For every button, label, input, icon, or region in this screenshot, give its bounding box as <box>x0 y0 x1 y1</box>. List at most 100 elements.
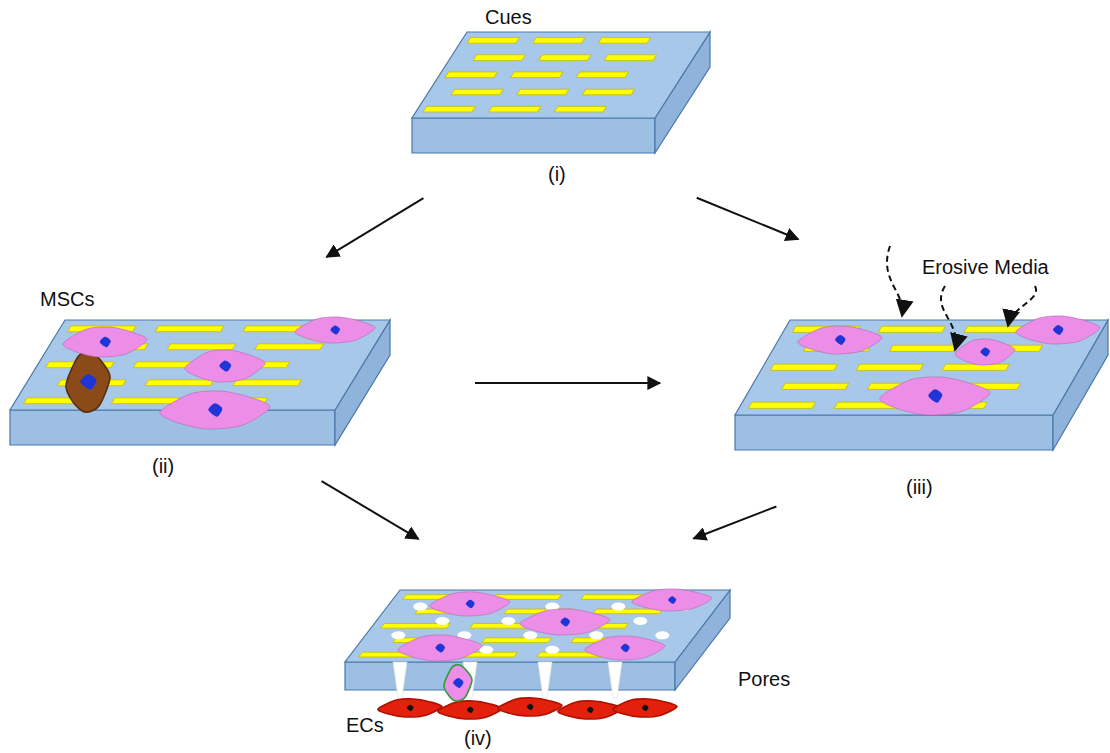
cue-bar <box>576 72 628 78</box>
cue-bar <box>255 344 324 350</box>
msc-cell <box>63 327 147 357</box>
pore-channel <box>608 662 622 698</box>
pore <box>655 631 669 639</box>
cue-bar <box>482 638 552 643</box>
cell-nucleus <box>980 347 990 356</box>
flow-arrow <box>322 481 419 539</box>
pore <box>611 603 625 611</box>
panel-box: Cues (i) <box>405 2 715 197</box>
dashed-arrow <box>887 246 902 316</box>
cue-bar <box>539 55 591 61</box>
msc-cell <box>398 635 482 661</box>
endothelial-cell <box>498 698 562 716</box>
msc-cell <box>880 377 990 415</box>
cell-nucleus <box>330 325 340 334</box>
cue-bar <box>878 326 945 332</box>
cell-nucleus <box>642 705 649 711</box>
cue-bar <box>554 106 606 112</box>
pore <box>501 617 515 625</box>
dashed-arrow <box>941 286 956 350</box>
pore-channel <box>538 662 552 698</box>
panel-number: (i) <box>548 163 566 186</box>
msc-cell <box>185 350 265 382</box>
slab-front <box>412 118 655 153</box>
flow-arrow <box>697 198 799 239</box>
cell-nucleus <box>527 704 534 710</box>
cue-bar <box>593 609 663 614</box>
pore <box>633 617 647 625</box>
cue-bar <box>782 383 849 389</box>
pore <box>391 631 405 639</box>
cue-bar <box>467 38 519 44</box>
cue-bar <box>145 380 214 386</box>
pore-label: Pores <box>738 668 790 691</box>
cell-label: ECs <box>346 714 384 737</box>
msc-cell <box>1016 316 1100 344</box>
cell-label: MSCs <box>40 288 94 311</box>
pore <box>435 617 449 625</box>
panel-box: Erosive Media (iii) <box>732 240 1108 505</box>
medium-label: Erosive Media <box>922 256 1049 279</box>
cue-bar <box>155 326 224 332</box>
cue-bar <box>856 364 923 370</box>
cue-bar <box>423 106 475 112</box>
cell-nucleus <box>80 374 96 389</box>
cell-nucleus <box>453 678 463 688</box>
cue-bar <box>748 402 815 408</box>
slab-top <box>412 32 710 118</box>
cue-bar <box>770 364 837 370</box>
cell-nucleus <box>435 643 445 652</box>
msc-cell <box>430 592 510 616</box>
cell-nucleus <box>668 596 676 604</box>
endothelial-cell <box>378 699 442 717</box>
scaffold-slab <box>412 32 710 153</box>
cue-bar <box>473 55 525 61</box>
pore-channel <box>393 662 407 698</box>
cell-nucleus <box>587 707 594 713</box>
msc-cell <box>160 391 270 429</box>
cell-nucleus <box>466 600 475 608</box>
cue-bar <box>445 72 497 78</box>
flow-arrow <box>694 506 777 538</box>
cell-nucleus <box>467 707 474 713</box>
cue-bar <box>890 345 957 351</box>
cell-nucleus <box>835 335 845 345</box>
endothelial-cell <box>613 699 677 717</box>
cue-bar <box>517 89 569 95</box>
msc-cell <box>955 339 1015 365</box>
cue-bar <box>511 72 563 78</box>
msc-cell <box>520 609 610 635</box>
cue-bar <box>582 89 634 95</box>
msc-cell <box>798 326 882 354</box>
cue-bar <box>167 344 236 350</box>
dashed-arrow <box>1008 286 1036 326</box>
msc-cell <box>585 636 665 660</box>
migrating-cell <box>444 665 472 701</box>
pore <box>413 603 427 611</box>
brown-cell <box>66 352 110 412</box>
panel-number: (iii) <box>906 476 933 499</box>
cue-bar <box>233 380 302 386</box>
cue-bar <box>111 398 180 404</box>
cell-nucleus <box>928 389 942 402</box>
heading-label: Cues <box>485 6 532 29</box>
cell-nucleus <box>1053 325 1063 335</box>
cell-nucleus <box>621 644 630 652</box>
cell-nucleus <box>219 360 231 371</box>
cue-bar <box>604 55 656 61</box>
pore <box>589 631 603 639</box>
slab-top <box>345 590 730 662</box>
cue-bar <box>489 106 541 112</box>
cell-nucleus <box>208 403 222 416</box>
cell-nucleus <box>407 705 414 711</box>
panel-box: PoresECs(iv) <box>340 540 820 752</box>
msc-cell <box>632 589 712 611</box>
cell-nucleus <box>100 337 111 348</box>
cell-nucleus <box>560 617 570 626</box>
endothelial-cell <box>438 701 502 719</box>
pore <box>545 646 559 654</box>
pore <box>523 631 537 639</box>
cue-bar <box>598 38 650 44</box>
